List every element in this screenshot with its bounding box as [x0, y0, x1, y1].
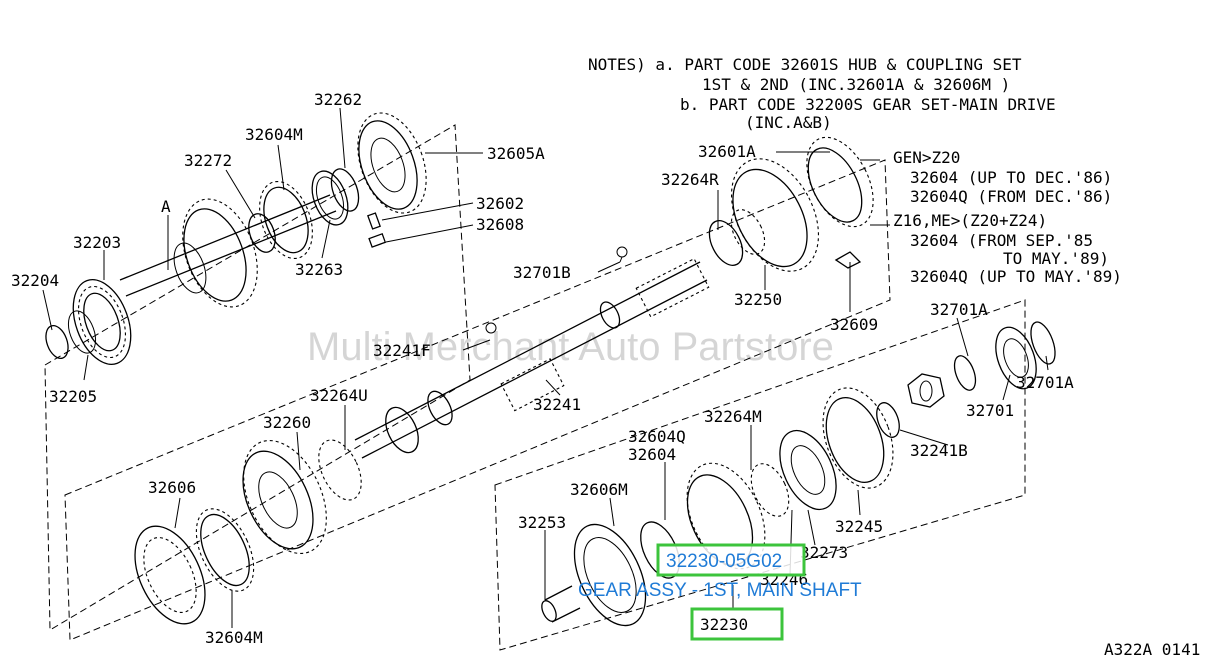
part-number-highlight-box[interactable]: [656, 543, 806, 577]
note-line-3: b. PART CODE 32200S GEAR SET-MAIN DRIVE: [680, 95, 1056, 114]
label-32264m: 32264M: [704, 407, 762, 426]
label-32264u: 32264U: [310, 386, 368, 405]
label-32264r: 32264R: [661, 170, 719, 189]
note-line-4: (INC.A&B): [745, 113, 832, 132]
label-32241: 32241: [533, 395, 581, 414]
main-shaft: [354, 246, 710, 459]
notes-block: NOTES) a. PART CODE 32601S HUB & COUPLIN…: [588, 55, 1056, 132]
highlight-part-number[interactable]: 32230-05G02: [666, 551, 782, 572]
label-32262: 32262: [314, 90, 362, 109]
frame-bottom-right: [494, 299, 1026, 651]
label-32241b: 32241B: [910, 441, 968, 460]
watermark: Multi Merchant Auto Partstore: [307, 325, 834, 369]
variant-gen-a: 32604 (UP TO DEC.'86): [910, 168, 1112, 187]
label-32604q: 32604Q: [628, 427, 686, 446]
diagram-code: A322A 0141: [1104, 640, 1200, 659]
label-32701a-bottom: 32701A: [1016, 373, 1074, 392]
label-32204: 32204: [11, 271, 59, 290]
label-32605a: 32605A: [487, 144, 545, 163]
part-labels: 32262 32604M 32272 32605A 32602 32608 32…: [11, 90, 1200, 659]
label-32604: 32604: [628, 445, 676, 464]
label-32606-top: 32606: [148, 478, 196, 497]
part-32230-highlight-box[interactable]: [690, 607, 784, 641]
highlight-description[interactable]: GEAR ASSY - 1ST, MAIN SHAFT: [578, 580, 862, 601]
label-32203: 32203: [73, 233, 121, 252]
label-32250: 32250: [734, 290, 782, 309]
third-gear-group: [708, 136, 874, 272]
label-32260: 32260: [263, 413, 311, 432]
label-32604m-bottom: 32604M: [205, 628, 263, 647]
note-line-2: 1ST & 2ND (INC.32601A & 32606M ): [702, 75, 1010, 94]
label-32602: 32602: [476, 194, 524, 213]
variant-z16-a: 32604 (FROM SEP.'85: [910, 231, 1093, 250]
label-32273: 32273: [800, 543, 848, 562]
label-32263: 32263: [295, 260, 343, 279]
label-32253: 32253: [518, 513, 566, 532]
label-32272: 32272: [184, 151, 232, 170]
variant-gen-b: 32604Q (FROM DEC.'86): [910, 187, 1112, 206]
frame-middle: [64, 159, 891, 641]
label-32205: 32205: [49, 387, 97, 406]
label-32608: 32608: [476, 215, 524, 234]
lower-gear-group: [541, 429, 837, 627]
variant-z16-b: 32604Q (UP TO MAY.'89): [910, 267, 1122, 286]
label-32601a: 32601A: [698, 142, 756, 161]
input-shaft-assembly: [45, 112, 427, 365]
frame-top-left: [44, 124, 471, 631]
label-32604m-top: 32604M: [245, 125, 303, 144]
label-32701a-top: 32701A: [930, 300, 988, 319]
variant-notes: GEN>Z20 32604 (UP TO DEC.'86) 32604Q (FR…: [893, 148, 1122, 286]
note-line-1: NOTES) a. PART CODE 32601S HUB & COUPLIN…: [588, 55, 1022, 74]
highlighted-part[interactable]: 32230-05G02 GEAR ASSY - 1ST, MAIN SHAFT: [578, 543, 862, 641]
label-32245: 32245: [835, 517, 883, 536]
label-32606m: 32606M: [570, 480, 628, 499]
second-gear-group: [134, 406, 419, 625]
label-32230: 32230: [700, 615, 748, 634]
label-a: A: [161, 197, 171, 216]
label-32609: 32609: [830, 315, 878, 334]
variant-z16-a2: TO MAY.'89): [1003, 249, 1109, 268]
label-32701b: 32701B: [513, 263, 571, 282]
label-32701: 32701: [966, 401, 1014, 420]
variant-gen: GEN>Z20: [893, 148, 960, 167]
variant-z16: Z16,ME>(Z20+Z24): [893, 211, 1047, 230]
rear-bearing-group: [822, 321, 1056, 489]
label-32241f: 32241F: [373, 341, 431, 360]
